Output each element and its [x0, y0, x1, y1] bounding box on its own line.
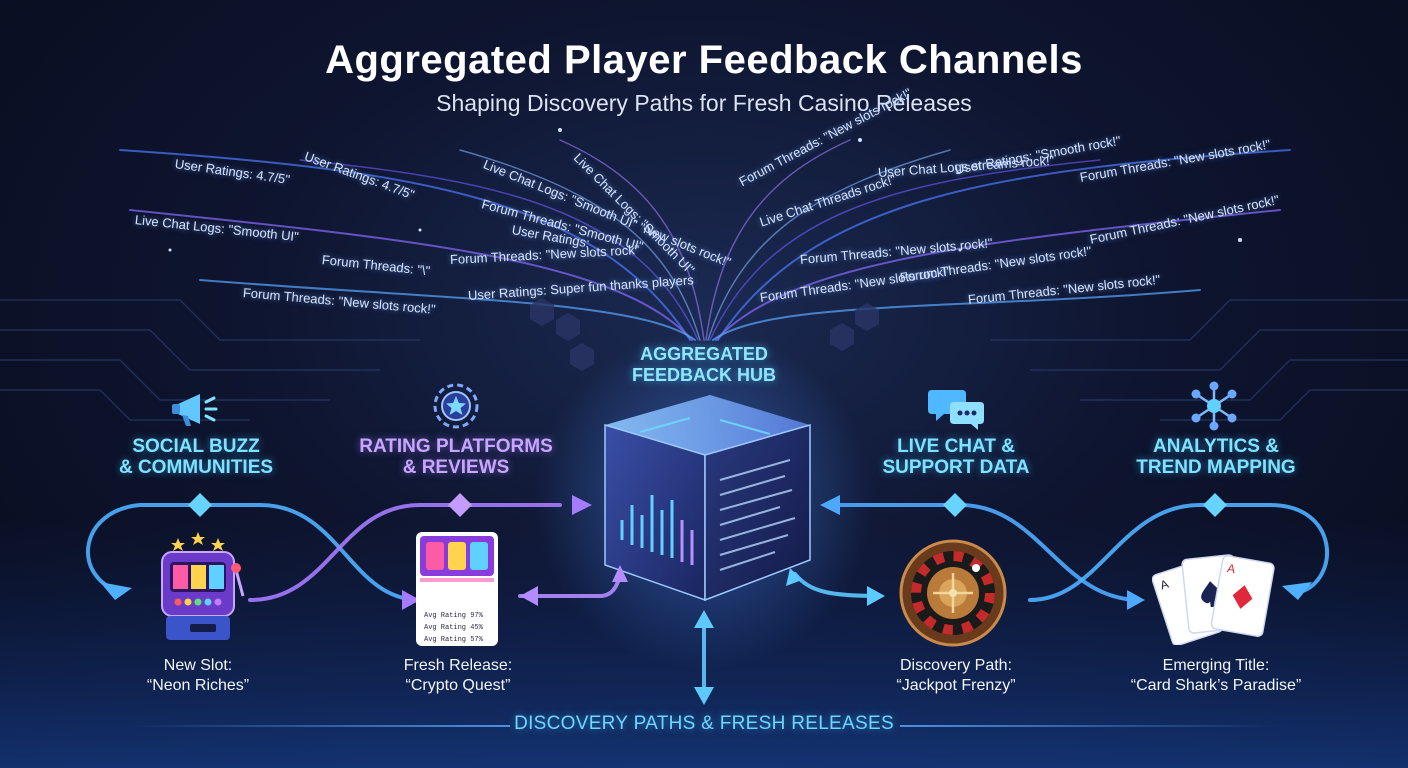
item-caption-crypto-quest: Fresh Release: “Crypto Quest” — [338, 656, 578, 696]
category-label-line1: SOCIAL BUZZ — [132, 436, 260, 457]
item-caption-neon-riches: New Slot: “Neon Riches” — [78, 656, 318, 696]
hub-label-line2: FEEDBACK HUB — [632, 365, 776, 385]
hub-label: AGGREGATED FEEDBACK HUB — [604, 344, 804, 386]
card-row: Avg Rating 57% — [424, 636, 483, 644]
category-social-buzz: SOCIAL BUZZ & COMMUNITIES — [76, 436, 316, 478]
slot-machine-icon — [161, 532, 245, 640]
svg-text:A: A — [1158, 577, 1170, 593]
hub-label-line1: AGGREGATED — [640, 344, 768, 364]
flow-loops — [85, 503, 1330, 702]
category-label-line1: LIVE CHAT & — [897, 436, 1015, 457]
item-caption-card-shark: Emerging Title: “Card Shark’s Paradise” — [1096, 656, 1336, 696]
flow-arrows — [100, 495, 1312, 705]
page-subtitle: Shaping Discovery Paths for Fresh Casino… — [436, 90, 972, 116]
category-label-line2: & REVIEWS — [402, 457, 510, 478]
megaphone-icon — [172, 394, 218, 426]
hexagon-decor — [530, 298, 879, 371]
feedback-streams — [119, 139, 1291, 341]
item-caption-line2: “Crypto Quest” — [405, 677, 511, 694]
card-row: Avg Rating 97% — [424, 612, 483, 620]
item-caption-jackpot-frenzy: Discovery Path: “Jackpot Frenzy” — [836, 656, 1076, 696]
category-label-line2: SUPPORT DATA — [882, 457, 1030, 478]
category-rating-platforms: RATING PLATFORMS & REVIEWS — [336, 436, 576, 478]
flow-diamonds — [188, 493, 1227, 517]
page-title: Aggregated Player Feedback Channels — [325, 38, 1083, 82]
bottom-divider-left — [130, 725, 510, 727]
chat-bubbles-icon — [928, 390, 984, 430]
category-label-line2: & COMMUNITIES — [118, 457, 274, 478]
item-caption-line2: “Card Shark’s Paradise” — [1130, 677, 1302, 694]
category-label-line1: RATING PLATFORMS — [359, 436, 553, 457]
item-caption-line2: “Jackpot Frenzy” — [896, 677, 1016, 694]
hub-cube — [604, 395, 811, 602]
game-card-icon — [416, 532, 498, 646]
item-caption-line1: Discovery Path: — [899, 657, 1013, 674]
category-live-chat: LIVE CHAT & SUPPORT DATA — [836, 436, 1076, 478]
sparkles — [168, 128, 1242, 252]
item-caption-line1: Emerging Title: — [1162, 657, 1270, 674]
roulette-icon — [899, 539, 1007, 647]
svg-text:A: A — [1226, 561, 1236, 576]
item-caption-line2: “Neon Riches” — [146, 677, 250, 694]
category-label-line2: TREND MAPPING — [1136, 457, 1296, 478]
circuit-lines — [0, 299, 1408, 421]
item-caption-line1: New Slot: — [163, 657, 233, 674]
item-caption-line1: Fresh Release: — [403, 657, 513, 674]
bottom-label: DISCOVERY PATHS & FRESH RELEASES — [514, 713, 894, 734]
category-label-line1: ANALYTICS & — [1153, 436, 1279, 457]
category-analytics: ANALYTICS & TREND MAPPING — [1096, 436, 1336, 478]
card-row: Avg Rating 45% — [424, 624, 483, 632]
playing-cards-icon: A A — [1152, 554, 1275, 645]
bottom-divider-right — [900, 725, 1280, 727]
star-badge-icon — [433, 383, 479, 429]
network-nodes-icon — [1191, 381, 1237, 431]
